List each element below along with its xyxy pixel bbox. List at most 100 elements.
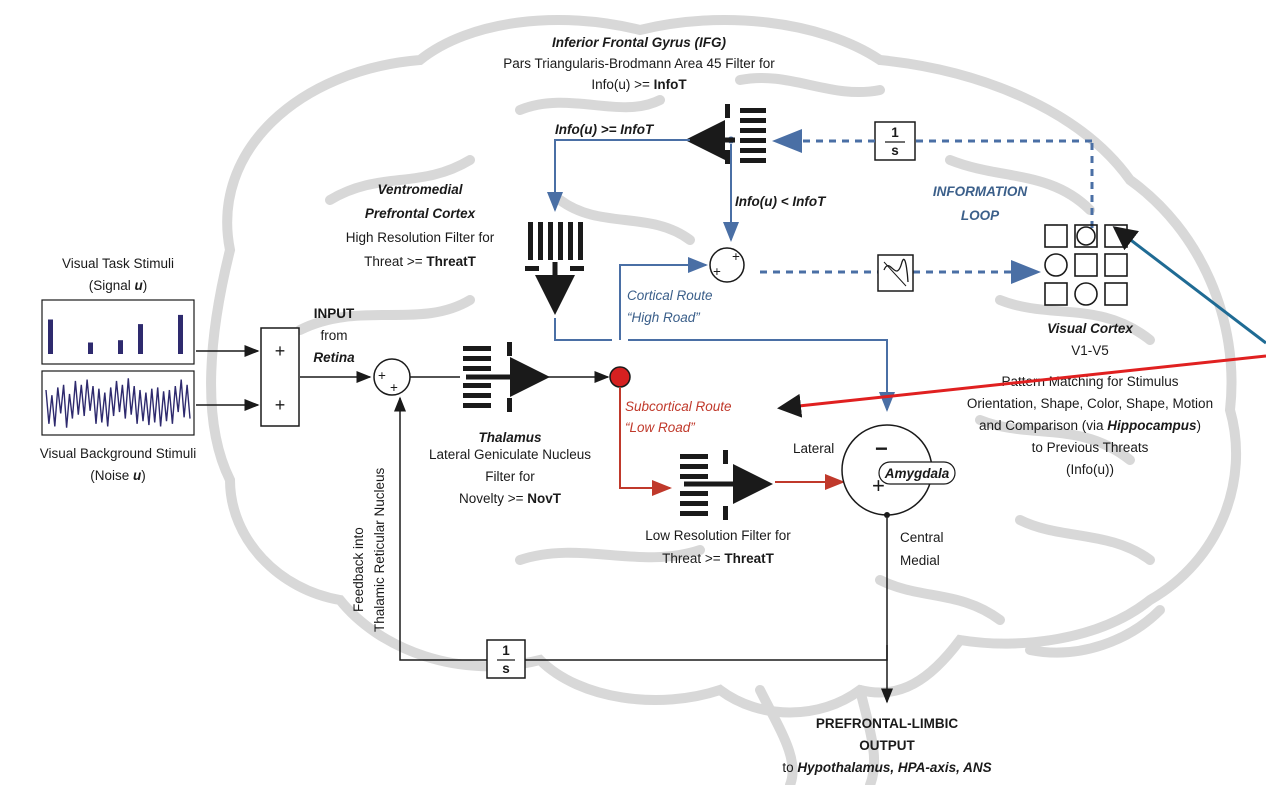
visual-cortex-line4: and Comparison (via Hippocampus) xyxy=(979,418,1201,433)
low-res-filter-icon xyxy=(680,450,728,520)
thalamus-line1: Lateral Geniculate Nucleus xyxy=(429,447,591,462)
output-line3-bold: Hypothalamus, HPA-axis, ANS xyxy=(797,760,991,775)
feedback-line2: Thalamic Reticular Nucleus xyxy=(372,467,387,632)
output-block: PREFRONTAL-LIMBIC OUTPUT to Hypothalamus… xyxy=(782,716,991,775)
visual-cortex-line2: Pattern Matching for Stimulus xyxy=(1001,374,1178,389)
subcortical-route-line2: “Low Road” xyxy=(625,420,695,435)
feedback-line1: Feedback into xyxy=(351,527,366,612)
vmpfc-line2: Threat >= ThreatT xyxy=(364,254,477,269)
annotation-arrow-blue xyxy=(1112,226,1266,345)
visual-task-line2-post: ) xyxy=(143,278,148,293)
visual-task-label: Visual Task Stimuli (Signal u) xyxy=(62,256,174,293)
thalamus-title: Thalamus xyxy=(478,430,542,445)
subcortical-route-line1: Subcortical Route xyxy=(625,399,732,414)
thalamus-line3-pre: Novelty >= xyxy=(459,491,527,506)
cortical-sum-plus-top: + xyxy=(732,249,740,264)
amygdala-lateral-label: Lateral xyxy=(793,441,834,456)
wave-box xyxy=(877,254,914,292)
amygdala-medial-label: Medial xyxy=(900,553,940,568)
visual-cortex-line4-post: ) xyxy=(1197,418,1202,433)
visual-background-line2-post: ) xyxy=(141,468,146,483)
information-loop-lines xyxy=(760,129,1094,284)
integrator-top-num: 1 xyxy=(891,125,899,140)
adder-plus-top: + xyxy=(275,341,286,361)
low-res-line2: Threat >= ThreatT xyxy=(662,551,775,566)
cortical-sum-junction: + + xyxy=(709,247,745,283)
information-loop-line2: LOOP xyxy=(961,208,1000,223)
signal-bar xyxy=(138,324,143,354)
signal-bar xyxy=(88,342,93,354)
ifg-line2: Info(u) >= InfoT xyxy=(591,77,687,92)
visual-cortex-line3: Orientation, Shape, Color, Shape, Motion xyxy=(967,396,1213,411)
input-label: INPUT from Retina xyxy=(313,306,355,365)
cortical-route-lines xyxy=(554,257,895,412)
amygdala-label: Amygdala xyxy=(884,466,950,481)
output-line3: to Hypothalamus, HPA-axis, ANS xyxy=(782,760,991,775)
visual-cortex-line1: V1-V5 xyxy=(1071,343,1109,358)
cortical-sum-plus-left: + xyxy=(713,264,721,279)
brain-outline xyxy=(206,15,1242,790)
ifg-title-block: Inferior Frontal Gyrus (IFG) Pars Triang… xyxy=(503,35,775,92)
output-line1: PREFRONTAL-LIMBIC xyxy=(816,716,958,731)
low-res-line2-pre: Threat >= xyxy=(662,551,724,566)
input-adder: + + xyxy=(260,327,300,427)
visual-cortex-title: Visual Cortex xyxy=(1047,321,1133,336)
visual-cortex-line6: (Info(u)) xyxy=(1066,462,1114,477)
input-line3: Retina xyxy=(313,350,355,365)
vmpfc-title1: Ventromedial xyxy=(377,182,462,197)
input-line2: from xyxy=(321,328,348,343)
visual-background-label: Visual Background Stimuli (Noise u) xyxy=(40,446,197,483)
vmpfc-line1: High Resolution Filter for xyxy=(346,230,495,245)
adder-plus-bottom: + xyxy=(275,395,286,415)
vmpfc-filter-icon xyxy=(525,222,584,271)
feedback-label: Feedback into Thalamic Reticular Nucleus xyxy=(351,467,387,632)
vmpfc-line2-bold: ThreatT xyxy=(426,254,476,269)
input-line1: INPUT xyxy=(314,306,355,321)
visual-task-line2-pre: (Signal xyxy=(89,278,135,293)
visual-background-line2-var: u xyxy=(133,468,142,483)
visual-background-line2: (Noise u) xyxy=(90,468,146,483)
ifg-line1: Pars Triangularis-Brodmann Area 45 Filte… xyxy=(503,56,775,71)
low-res-block: Low Resolution Filter for Threat >= Thre… xyxy=(645,528,791,566)
info-ge-label: Info(u) >= InfoT xyxy=(555,122,655,137)
visual-cortex-block: Visual Cortex V1-V5 Pattern Matching for… xyxy=(967,321,1213,477)
signal-bar xyxy=(118,340,123,354)
amygdala-central-label: Central xyxy=(900,530,944,545)
thalamic-sum-junction: + + xyxy=(373,358,411,396)
visual-background-line2-pre: (Noise xyxy=(90,468,133,483)
visual-task-line2: (Signal u) xyxy=(89,278,148,293)
output-line2: OUTPUT xyxy=(859,738,915,753)
integrator-top: 1 s xyxy=(874,121,916,161)
integrator-bottom-den: s xyxy=(502,661,510,676)
vmpfc-block: Ventromedial Prefrontal Cortex High Reso… xyxy=(346,182,495,269)
visual-task-line2-var: u xyxy=(135,278,144,293)
visual-cortex-pattern-icon xyxy=(1044,224,1128,306)
amygdala-node: + − Amygdala xyxy=(841,424,956,518)
noise-plot xyxy=(45,378,191,428)
cortical-route-line2: “High Road” xyxy=(627,310,700,325)
visual-cortex-line4-pre: and Comparison (via xyxy=(979,418,1107,433)
visual-background-line1: Visual Background Stimuli xyxy=(40,446,197,461)
feedback-loop-lines xyxy=(394,396,888,661)
thalamus-block: Thalamus Lateral Geniculate Nucleus Filt… xyxy=(429,430,591,506)
cortical-route-line1: Cortical Route xyxy=(627,288,713,303)
integrator-bottom: 1 s xyxy=(486,639,526,679)
vmpfc-title2: Prefrontal Cortex xyxy=(365,206,476,221)
signal-bar xyxy=(178,314,183,354)
amygdala-minus: − xyxy=(875,436,888,461)
ifg-title: Inferior Frontal Gyrus (IFG) xyxy=(552,35,727,50)
signal-plot-frame xyxy=(41,299,195,365)
thalamus-filter-icon xyxy=(463,342,512,412)
thalamus-line2: Filter for xyxy=(485,469,535,484)
thalamic-sum-plus-bottom: + xyxy=(390,380,398,395)
low-res-line1: Low Resolution Filter for xyxy=(645,528,791,543)
annotation-arrow-red xyxy=(777,354,1266,418)
information-loop-line1: INFORMATION xyxy=(933,184,1027,199)
ifg-line2-pre: Info(u) >= xyxy=(591,77,653,92)
integrator-bottom-num: 1 xyxy=(502,643,510,658)
info-ge-arrow xyxy=(547,139,690,212)
visual-cortex-line5: to Previous Threats xyxy=(1032,440,1149,455)
subcortical-route-lines xyxy=(619,387,845,496)
